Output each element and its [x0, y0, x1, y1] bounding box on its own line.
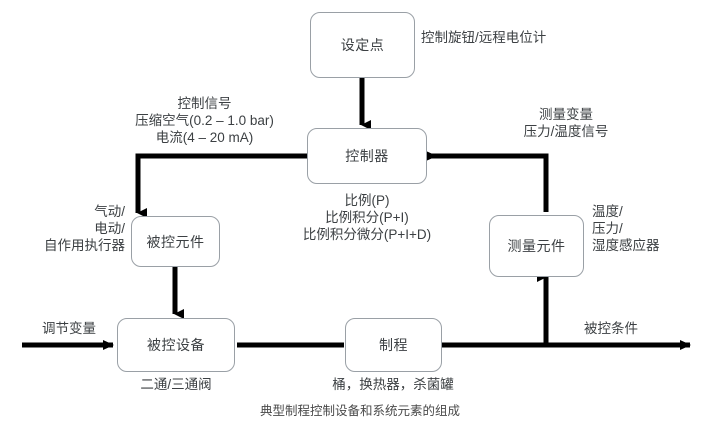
node-controlled-element-label: 被控元件: [146, 233, 205, 250]
node-controller[interactable]: 控制器: [307, 128, 427, 184]
node-setpoint[interactable]: 设定点: [310, 12, 415, 78]
annotation-valve-types: 二通/三通阀: [140, 377, 212, 392]
annotation-measured-variable: 测量变量 压力/温度信号: [523, 107, 609, 139]
node-process-label: 制程: [379, 337, 408, 353]
node-controlled-element[interactable]: 被控元件: [131, 216, 220, 267]
node-measuring-element-label: 测量元件: [507, 238, 566, 254]
node-controlled-device-label: 被控设备: [147, 337, 205, 353]
node-controller-label: 控制器: [345, 148, 389, 164]
node-measuring-element[interactable]: 测量元件: [489, 215, 584, 277]
annotation-controller-modes: 比例(P) 比例积分(P+I) 比例积分微分(P+I+D): [302, 193, 432, 242]
annotation-actuator-types: 气动/ 电动/ 自作用执行器: [44, 204, 125, 253]
annotation-sensor-types: 温度/ 压力/ 湿度感应器: [592, 204, 660, 253]
diagram-caption: 典型制程控制设备和系统元素的组成: [259, 404, 460, 418]
annotation-manipulated-variable: 调节变量: [42, 321, 96, 336]
annotation-process-examples: 桶，换热器，杀菌罐: [332, 377, 454, 392]
annotation-controlled-condition: 被控条件: [584, 321, 638, 336]
node-process[interactable]: 制程: [345, 318, 442, 372]
node-setpoint-label: 设定点: [340, 37, 385, 53]
node-controlled-device[interactable]: 被控设备: [117, 318, 235, 372]
annotation-setpoint-side: 控制旋钮/远程电位计: [421, 30, 547, 45]
annotation-control-signal: 控制信号 压缩空气(0.2 – 1.0 bar) 电流(4 – 20 mA): [135, 96, 274, 145]
